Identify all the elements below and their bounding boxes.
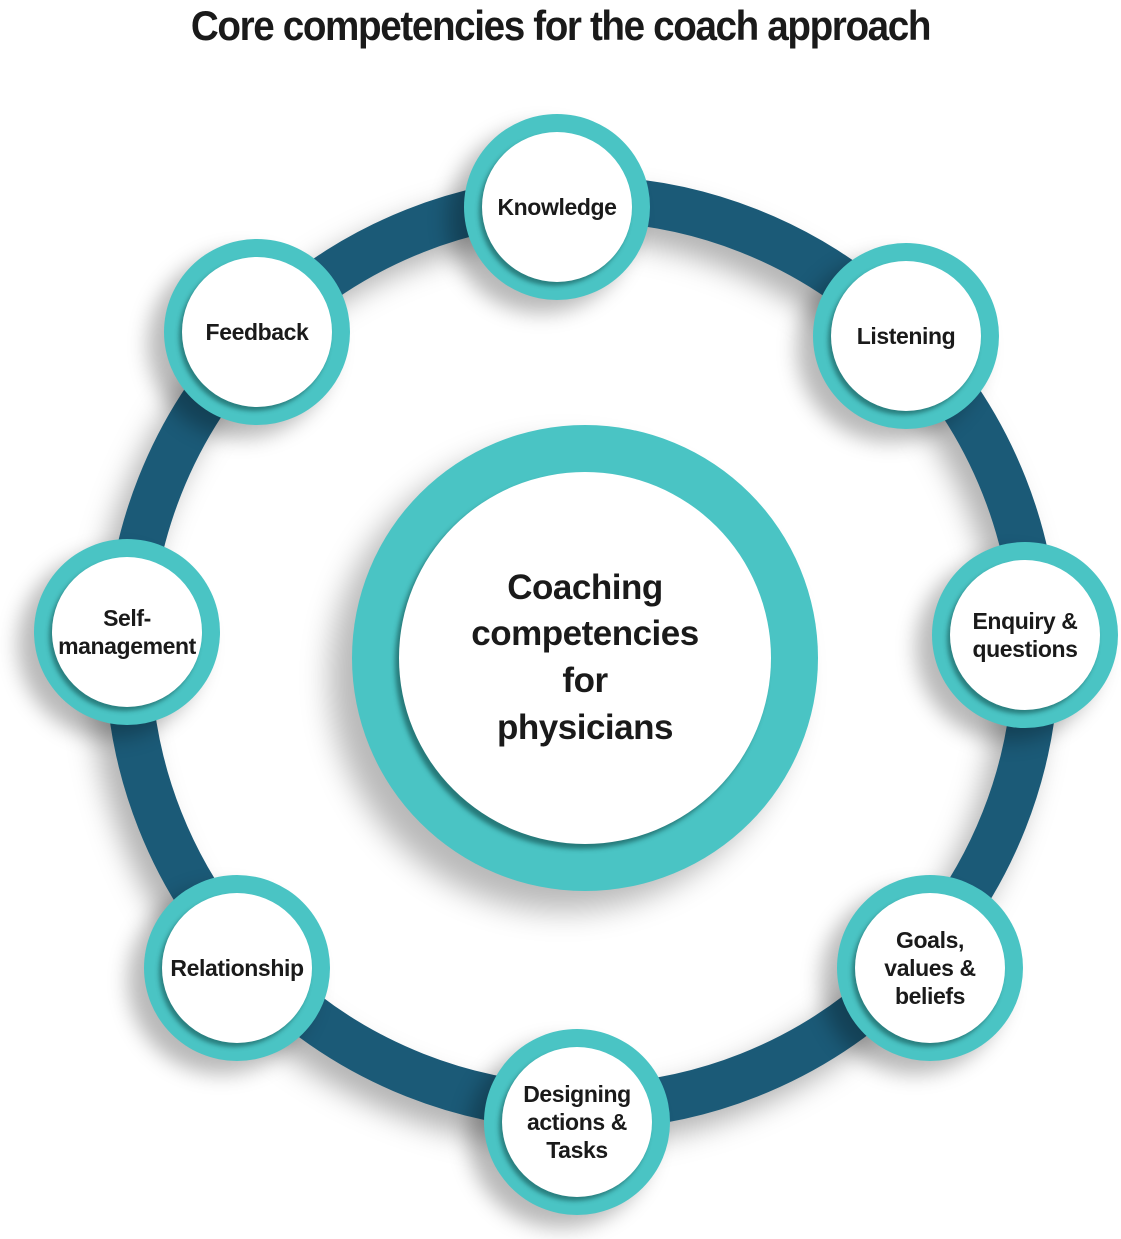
node-listening: Listening: [813, 243, 999, 429]
node-label: Knowledge: [497, 193, 617, 220]
node-knowledge: Knowledge: [464, 114, 650, 300]
center-label: Coaching competencies for physicians: [471, 567, 699, 747]
node-feedback-inner: Feedback: [182, 257, 332, 407]
node-self-management-inner: Self- management: [52, 557, 202, 707]
node-designing-actions-tasks-inner: Designing actions & Tasks: [502, 1047, 652, 1197]
node-enquiry-questions: Enquiry & questions: [932, 542, 1118, 728]
node-relationship-inner: Relationship: [162, 893, 312, 1043]
node-self-management: Self- management: [34, 539, 220, 725]
center-circle: Coaching competencies for physicians: [352, 425, 818, 891]
node-label: Listening: [856, 322, 956, 349]
node-knowledge-inner: Knowledge: [482, 132, 632, 282]
node-designing-actions-tasks: Designing actions & Tasks: [484, 1029, 670, 1215]
node-enquiry-questions-inner: Enquiry & questions: [950, 560, 1100, 710]
node-label: Enquiry & questions: [972, 607, 1078, 662]
node-label: Relationship: [170, 954, 304, 981]
node-goals-values-beliefs: Goals, values & beliefs: [837, 875, 1023, 1061]
node-label: Goals, values & beliefs: [884, 926, 976, 1010]
node-label: Self- management: [58, 604, 196, 659]
page-title: Core competencies for the coach approach: [190, 2, 932, 49]
center-circle-inner: Coaching competencies for physicians: [399, 472, 771, 844]
node-listening-inner: Listening: [831, 261, 981, 411]
node-label: Feedback: [205, 318, 309, 345]
node-goals-values-beliefs-inner: Goals, values & beliefs: [855, 893, 1005, 1043]
node-relationship: Relationship: [144, 875, 330, 1061]
node-feedback: Feedback: [164, 239, 350, 425]
node-label: Designing actions & Tasks: [523, 1080, 631, 1164]
